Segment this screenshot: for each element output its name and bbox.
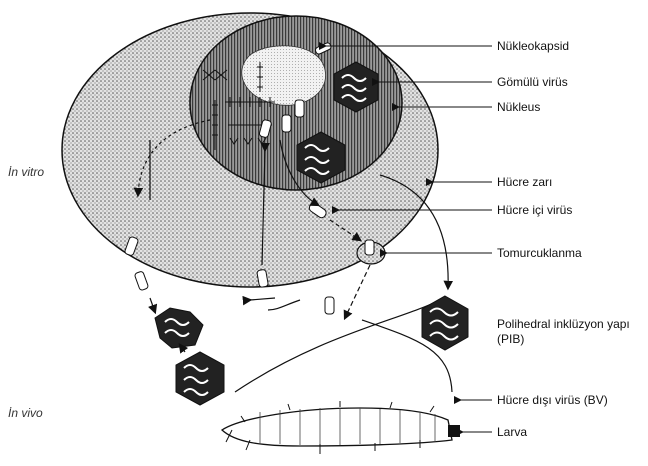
polyhedron-larva (176, 352, 224, 405)
dissolving-polyhedron (155, 308, 203, 348)
label-tomurcuklanma: Tomurcuklanma (497, 247, 582, 260)
label-hucre-zari: Hücre zarı (497, 176, 552, 189)
label-pib-line2: (PIB) (497, 333, 524, 346)
label-nukleokapsid: Nükleokapsid (497, 40, 569, 53)
in-vivo-label: İn vivo (8, 406, 43, 420)
label-gomulu-virus: Gömülü virüs (497, 76, 568, 89)
label-hucre-ici-virus: Hücre içi virüs (497, 204, 572, 217)
polyhedron-pib (422, 296, 468, 350)
label-hucre-disi-virus: Hücre dışı virüs (BV) (497, 394, 608, 407)
in-vitro-label: İn vitro (8, 165, 44, 179)
larva (222, 401, 460, 454)
label-larva: Larva (497, 426, 527, 439)
label-pib-line1: Polihedral inklüzyon yapı (497, 318, 630, 331)
label-nukleus: Nükleus (497, 101, 540, 114)
